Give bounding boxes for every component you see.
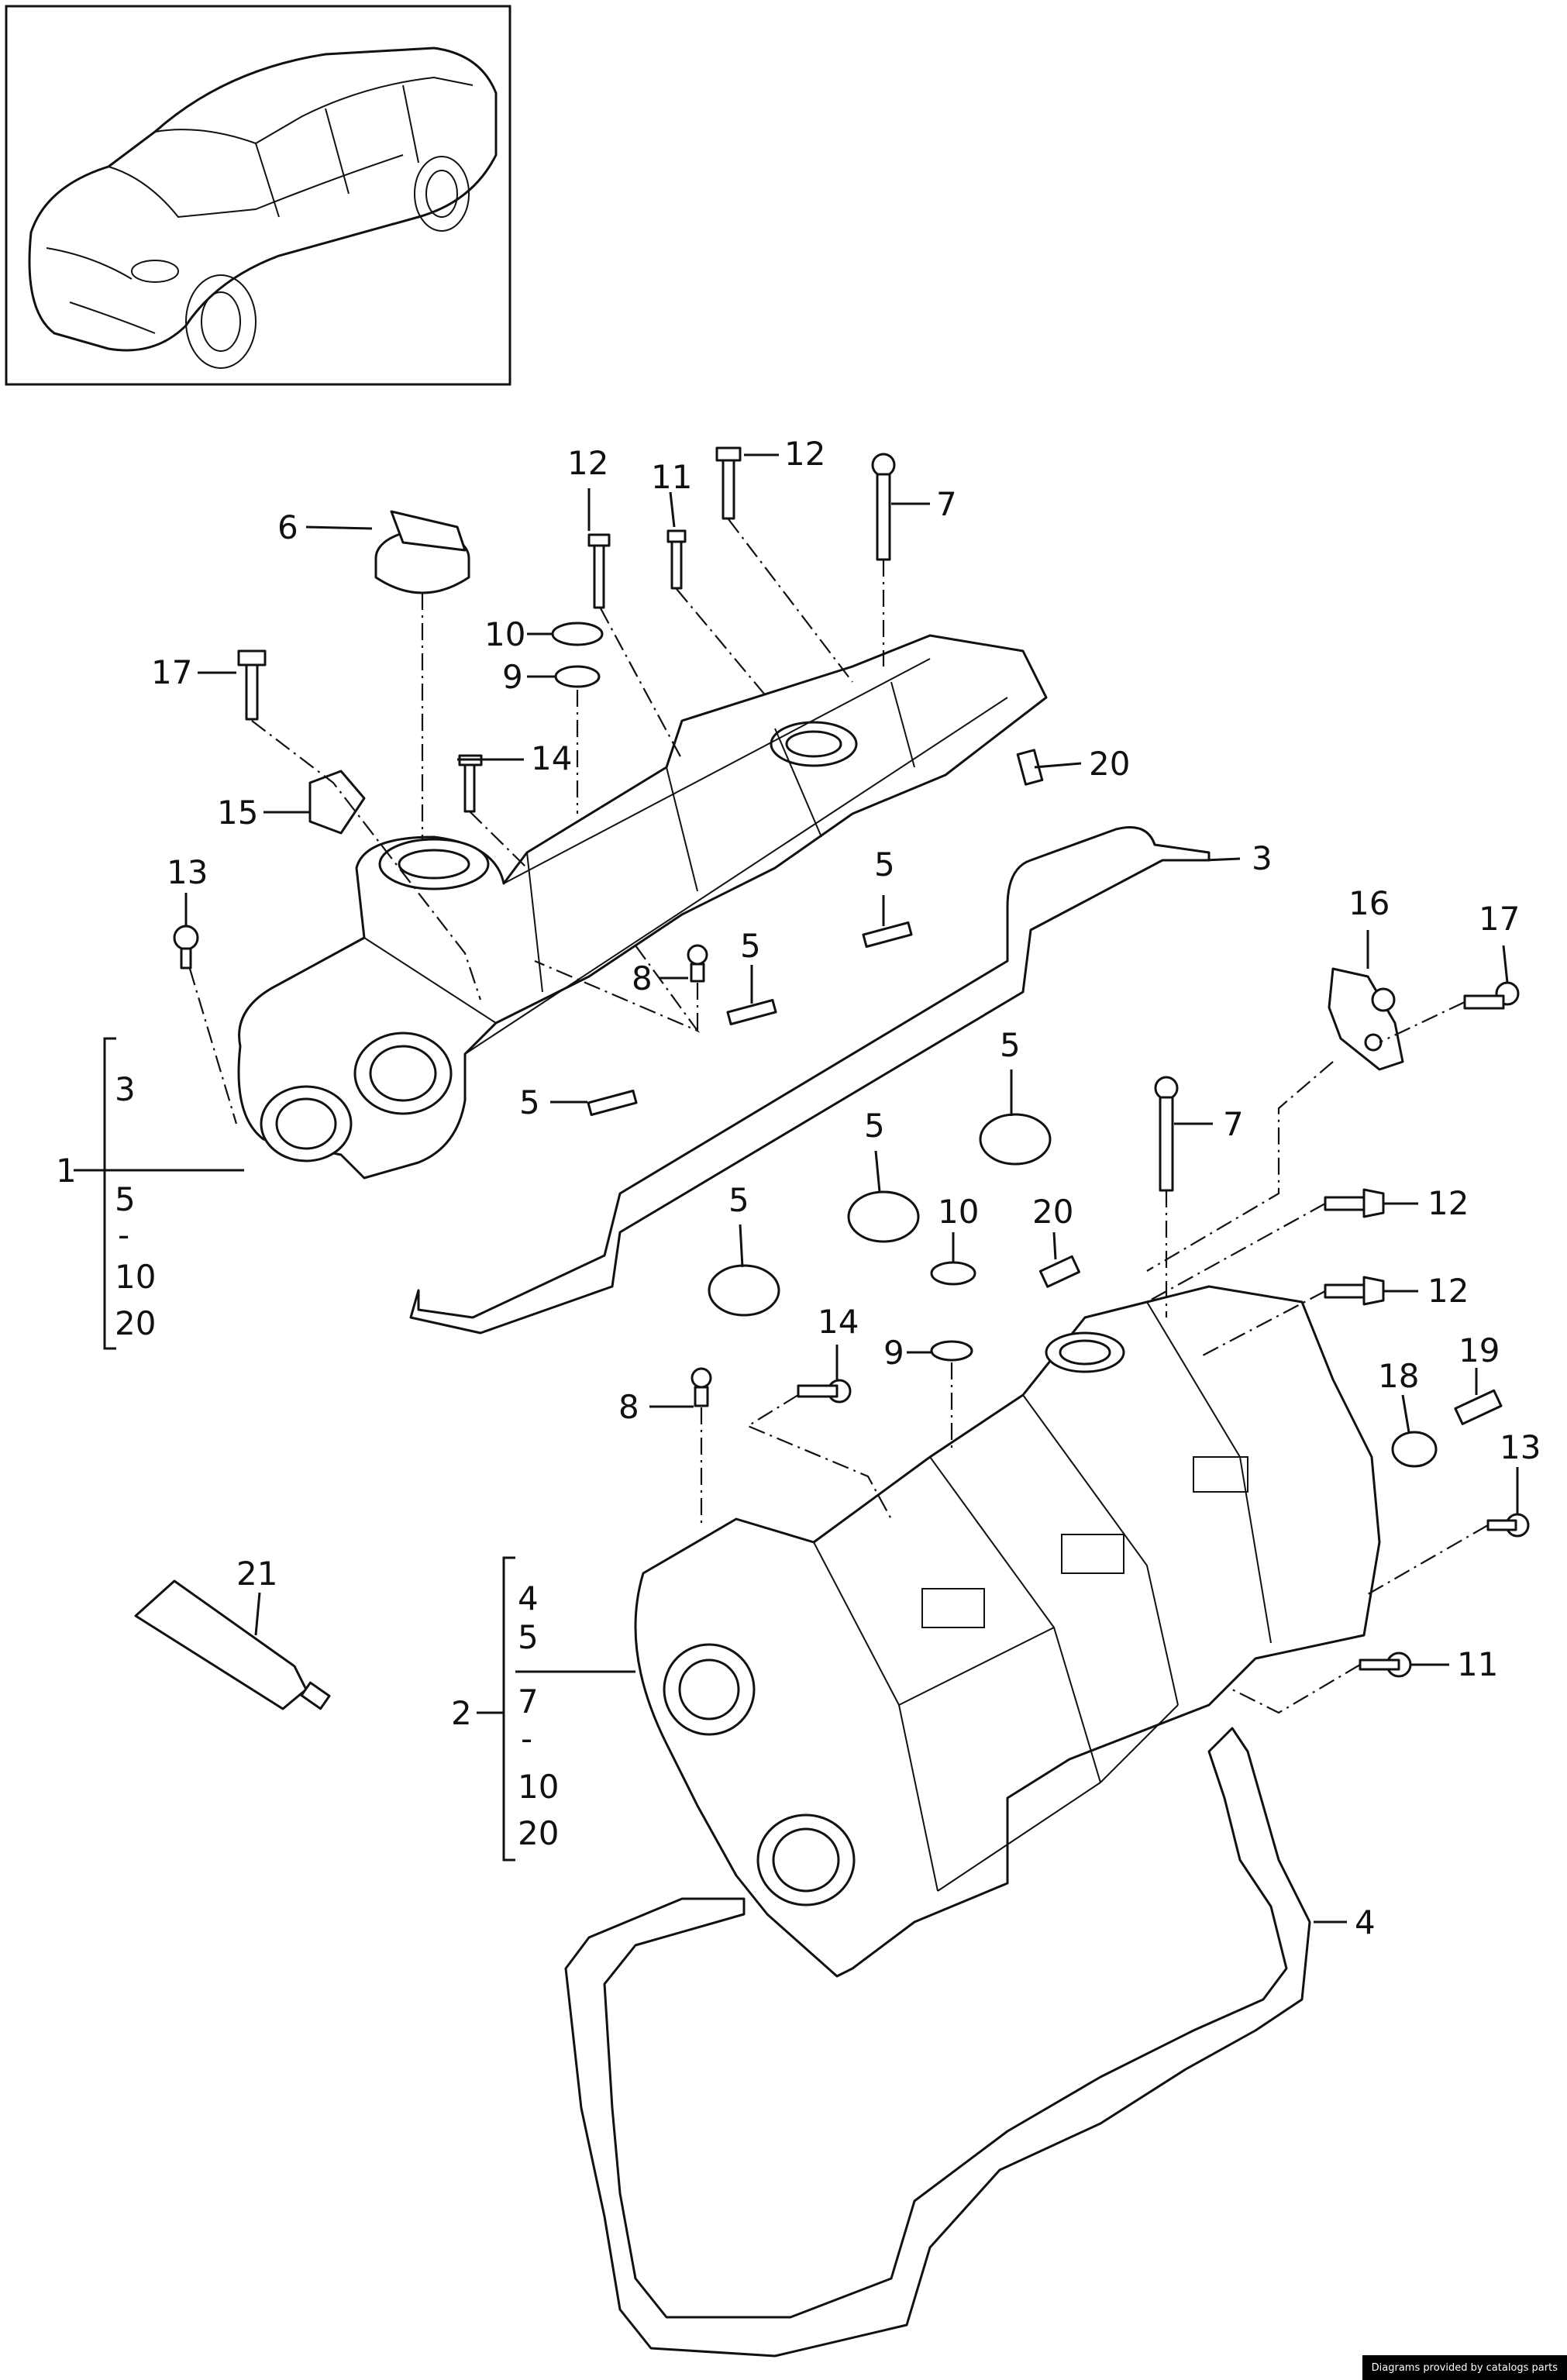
label-2: 2	[451, 1694, 472, 1732]
bracket-1-item: -	[118, 1216, 129, 1254]
label-5-d: 5	[1000, 1026, 1021, 1064]
label-20-a: 20	[1089, 745, 1130, 783]
label-19: 19	[1459, 1331, 1500, 1369]
label-11-a: 11	[651, 458, 692, 496]
label-5-c: 5	[519, 1083, 540, 1121]
label-17-b: 17	[1479, 900, 1520, 938]
bracket-2-item: 10	[518, 1768, 559, 1806]
label-16: 16	[1348, 884, 1390, 922]
bracket-2-item: 4	[518, 1579, 539, 1617]
small-parts	[134, 446, 1530, 1710]
label-14-a: 14	[531, 739, 572, 777]
label-12-a: 12	[567, 444, 608, 482]
callout-labels: 6 12 11 12 7 10 9 17 14 15 13 5 5 8 5 20…	[56, 435, 1541, 1941]
label-3: 3	[1252, 839, 1273, 877]
label-10-b: 10	[938, 1193, 979, 1231]
bracket-2-item: -	[521, 1720, 532, 1758]
leader-lines	[74, 453, 1519, 1924]
bracket-1-list: 3 5 - 10 20	[115, 1070, 156, 1342]
assembly-lines	[188, 518, 1489, 1714]
bracket-1-item: 20	[115, 1304, 156, 1342]
label-20-b: 20	[1032, 1193, 1073, 1231]
bracket-1-item: 3	[115, 1070, 136, 1108]
label-8-b: 8	[618, 1388, 639, 1426]
label-11-b: 11	[1457, 1645, 1498, 1683]
label-7-a: 7	[936, 485, 957, 523]
label-12-b: 12	[784, 435, 825, 473]
label-5-f: 5	[728, 1181, 749, 1219]
bracket-2-list: 4 5 7 - 10 20	[518, 1579, 559, 1852]
label-8-a: 8	[632, 959, 653, 997]
bracket-2-item: 5	[518, 1618, 539, 1656]
bracket-1-item: 10	[115, 1258, 156, 1296]
lower-gasket	[564, 1727, 1311, 2358]
label-18: 18	[1378, 1357, 1419, 1395]
label-5-a: 5	[874, 846, 895, 883]
label-17-a: 17	[151, 653, 192, 691]
upper-valve-cover	[237, 634, 1048, 1180]
label-9-b: 9	[883, 1334, 904, 1372]
vehicle-thumbnail	[5, 5, 511, 386]
label-1: 1	[56, 1152, 77, 1190]
label-15: 15	[217, 794, 258, 832]
label-5-e: 5	[864, 1107, 885, 1145]
bracket-2-item: 20	[518, 1814, 559, 1852]
label-10-a: 10	[484, 615, 525, 653]
label-6: 6	[277, 508, 298, 546]
label-12-d: 12	[1428, 1272, 1469, 1310]
label-5-b: 5	[740, 927, 761, 965]
label-4: 4	[1355, 1903, 1376, 1941]
label-7-b: 7	[1223, 1105, 1244, 1143]
lower-valve-cover	[634, 1285, 1381, 1978]
label-9-a: 9	[502, 658, 523, 696]
label-13-b: 13	[1500, 1428, 1541, 1466]
label-14-b: 14	[818, 1303, 859, 1341]
label-12-c: 12	[1428, 1184, 1469, 1222]
bracket-1-item: 5	[115, 1180, 136, 1218]
attribution-footer: Diagrams provided by catalogs parts	[1362, 2355, 1567, 2380]
label-21: 21	[236, 1555, 277, 1593]
bracket-2-item: 7	[518, 1683, 539, 1720]
upper-gasket	[409, 826, 1211, 1335]
label-13-a: 13	[167, 853, 208, 891]
